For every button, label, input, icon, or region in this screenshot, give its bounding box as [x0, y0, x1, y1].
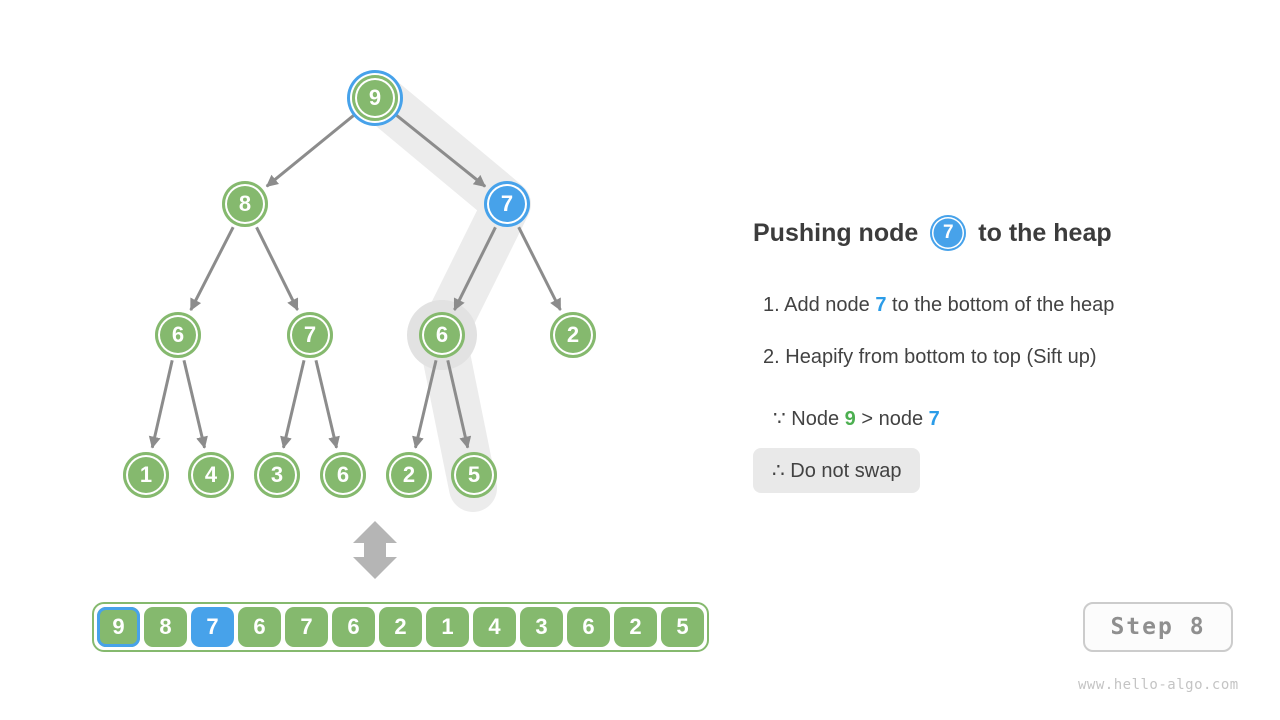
because-icon: ∵	[773, 408, 786, 430]
tree-node-4: 7	[287, 312, 333, 358]
array-cell-10: 6	[567, 607, 610, 647]
array-cell-5: 6	[332, 607, 375, 647]
tree-node-8: 4	[188, 452, 234, 498]
step-number: 2.	[763, 346, 780, 368]
array-cell-3: 6	[238, 607, 281, 647]
step-text-pre: Heapify from bottom to top (Sift up)	[785, 346, 1097, 368]
tree-edge	[255, 226, 299, 311]
tree-edge	[446, 360, 472, 449]
tree-node-0: 9	[352, 75, 398, 121]
step-highlight-value: 7	[875, 294, 887, 316]
tree-node-5: 6	[419, 312, 465, 358]
title-suffix: to the heap	[978, 218, 1112, 247]
array-cell-0: 9	[97, 607, 140, 647]
array-cell-8: 4	[473, 607, 516, 647]
step-badge: Step 8	[1083, 602, 1233, 652]
title-node-badge: 7	[930, 215, 967, 251]
tree-node-3: 6	[155, 312, 201, 358]
because-mid-text: > node	[861, 408, 924, 430]
therefore-label: Do not swap	[790, 460, 902, 482]
array-cell-6: 2	[379, 607, 422, 647]
tree-node-9: 3	[254, 452, 300, 498]
tree-node-11: 2	[386, 452, 432, 498]
tree-node-7: 1	[123, 452, 169, 498]
array-cell-7: 1	[426, 607, 469, 647]
therefore-icon: ∴	[772, 460, 785, 482]
step-item-2: 2. Heapify from bottom to top (Sift up)	[763, 346, 1097, 369]
step-item-1: 1. Add node 7 to the bottom of the heap	[763, 294, 1114, 317]
tree-node-6: 2	[550, 312, 596, 358]
array-cell-4: 7	[285, 607, 328, 647]
array-cell-1: 8	[144, 607, 187, 647]
step-text-pre: Add node	[784, 294, 870, 316]
array-cell-12: 5	[661, 607, 704, 647]
tree-edge	[148, 360, 174, 449]
tree-node-1: 8	[222, 181, 268, 227]
array-cell-11: 2	[614, 607, 657, 647]
step-number: 1.	[763, 294, 780, 316]
because-line: ∵ Node 9 > node 7	[773, 406, 940, 431]
step-text-post: to the bottom of the heap	[892, 294, 1115, 316]
tree-edge	[412, 359, 438, 449]
therefore-box: ∴ Do not swap	[753, 448, 921, 493]
tree-node-10: 6	[320, 452, 366, 498]
tree-edge	[182, 359, 208, 449]
array-cell-2: 7	[191, 607, 234, 647]
tree-edge	[453, 226, 497, 311]
swap-arrow-icon	[353, 521, 397, 579]
tree-edge	[517, 226, 562, 311]
because-green-value: 9	[844, 408, 856, 430]
title-prefix: Pushing node	[753, 218, 919, 247]
array-cell-9: 3	[520, 607, 563, 647]
because-blue-value: 7	[928, 408, 940, 430]
tree-node-12: 5	[451, 452, 497, 498]
panel-title: Pushing node 7 to the heap	[753, 215, 1112, 251]
sift-path-highlight	[351, 70, 531, 512]
tree-edge	[265, 113, 356, 188]
tree-node-2: 7	[484, 181, 530, 227]
watermark: www.hello-algo.com	[1078, 677, 1239, 693]
tree-edge	[280, 359, 306, 449]
because-text: Node	[791, 408, 840, 430]
tree-edge	[394, 113, 487, 188]
tree-edge	[189, 226, 235, 311]
tree-edge	[314, 359, 340, 449]
